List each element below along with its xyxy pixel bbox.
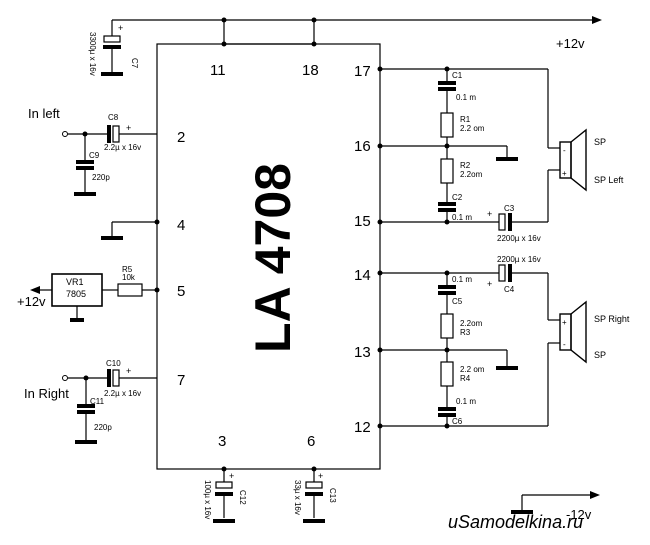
c3-plus: + [487,209,492,219]
c8-plus: + [126,123,131,133]
pin-5: 5 [177,283,185,300]
speaker-right-plus: + [562,318,567,327]
vr1-value: 7805 [66,289,86,299]
pin-4: 4 [177,217,185,234]
pin-14: 14 [354,267,371,284]
c11-value: 220p [94,423,112,432]
speaker-left [559,128,587,192]
pin-3: 3 [218,433,226,450]
c12-capacitor [213,466,235,523]
c11-ref: C11 [90,397,105,406]
regulator-input-label: +12v [17,294,46,309]
r3-value: 2.2om [460,319,483,328]
r4-ref: R4 [460,374,471,383]
input-right-wiring [62,369,157,444]
c13-value: 33µ x 16v [293,480,302,515]
input-left-wiring [62,125,157,196]
pin-6: 6 [307,433,315,450]
right-channel-output [377,264,560,429]
c4-value: 2200µ x 16v [497,255,541,264]
pin-18: 18 [302,62,319,79]
c2-value: 0.1 m [452,213,472,222]
pin-12: 12 [354,419,371,436]
r4-value: 2.2 om [460,365,485,374]
c7-value: 3300µ x 16v [88,32,97,76]
c1-ref: C1 [452,71,463,80]
c9-ref: C9 [89,151,100,160]
supply-pos-label: +12v [556,36,585,51]
c8-value: 2.2µ x 16v [104,143,141,152]
c2-ref: C2 [452,193,463,202]
r3-ref: R3 [460,328,471,337]
input-right-label: In Right [24,386,69,401]
c13-plus: + [318,471,323,481]
c4-plus: + [487,279,492,289]
ic-name: LA 4708 [245,163,301,353]
negative-supply [511,491,600,514]
pin-13: 13 [354,344,371,361]
c4-ref: C4 [504,285,515,294]
c8-ref: C8 [108,113,119,122]
pin-7: 7 [177,372,185,389]
c6-value: 0.1 m [456,397,476,406]
speaker-left-minus: - [563,146,566,155]
vr1-regulator [30,273,160,322]
speaker-right [559,300,587,364]
c3-value: 2200µ x 16v [497,234,541,243]
c10-plus: + [126,366,131,376]
c10-ref: C10 [106,359,121,368]
pin-16: 16 [354,138,371,155]
speaker-left-name: SP Left [594,175,624,185]
left-channel-output [377,66,560,231]
c7-plus: + [118,23,123,33]
c5-value: 0.1 m [452,275,472,284]
c13-ref: C13 [328,488,337,503]
c10-value: 2.2µ x 16v [104,389,141,398]
watermark: uSamodelkina.ru [448,512,583,532]
speaker-left-sp: SP [594,137,606,147]
input-left-label: In left [28,106,60,121]
c6-ref: C6 [452,417,463,426]
vr1-ref: VR1 [66,277,84,287]
c7-capacitor [101,20,123,76]
pin-17: 17 [354,63,371,80]
speaker-left-plus: + [562,169,567,178]
r5-ref: R5 [122,265,133,274]
c1-value: 0.1 m [456,93,476,102]
c9-value: 220p [92,173,110,182]
r1-value: 2.2 om [460,124,485,133]
r5-value: 10k [122,273,136,282]
c12-value: 100µ x 16v [203,480,212,519]
pin-11: 11 [210,62,226,79]
r2-ref: R2 [460,161,471,170]
speaker-right-name: SP Right [594,314,630,324]
c3-ref: C3 [504,204,515,213]
r1-ref: R1 [460,115,471,124]
supply-neg-label: -12v [566,507,592,522]
c12-plus: + [229,471,234,481]
c7-ref: C7 [130,58,139,69]
speaker-right-minus: - [563,340,566,349]
c5-ref: C5 [452,297,463,306]
c12-ref: C12 [238,490,247,505]
speaker-right-sp: SP [594,350,606,360]
supply-rail [112,16,602,47]
pin-15: 15 [354,213,371,230]
c13-capacitor [303,466,325,523]
r2-value: 2.2om [460,170,483,179]
pin4-ground [101,219,160,240]
pin-2: 2 [177,129,185,146]
